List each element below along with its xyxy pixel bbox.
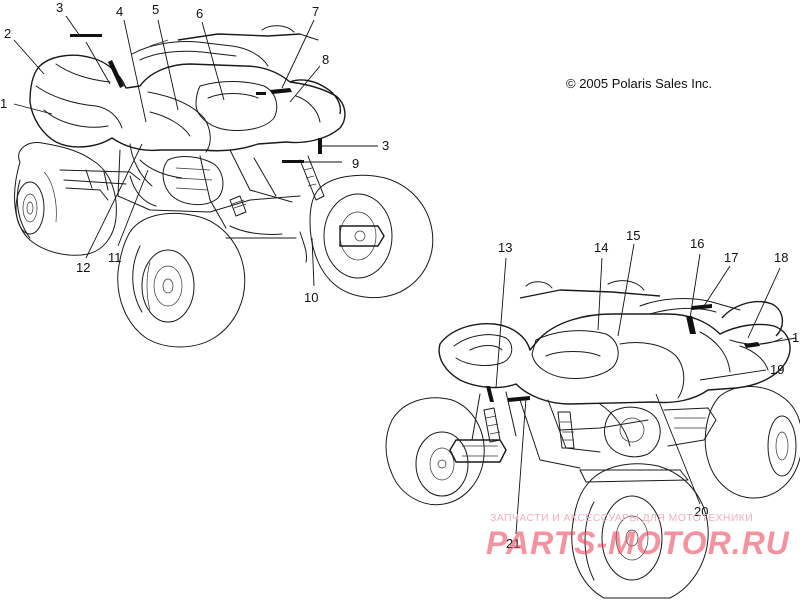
front-left-wheel-b <box>385 397 485 506</box>
front-right-wheel-b <box>571 463 709 599</box>
front-right-wheel <box>309 174 434 298</box>
callout-19: 19 <box>770 362 784 377</box>
watermark-tagline: ЗАПЧАСТИ И АКСЕССУАРЫ ДЛЯ МОТОТЕХНИКИ <box>490 512 753 524</box>
callout-11: 11 <box>108 250 122 265</box>
callout-numbers: 1 2 3 4 5 6 7 8 3 9 10 11 12 13 14 15 16… <box>0 0 799 551</box>
callout-14: 14 <box>594 240 608 255</box>
callout-1a: 1 <box>0 96 7 111</box>
rear-right-wheel <box>704 385 800 499</box>
callout-12: 12 <box>76 260 90 275</box>
rear-chassis <box>59 149 325 263</box>
front-view-decals <box>486 304 760 402</box>
callout-17: 17 <box>724 250 738 265</box>
callout-15: 15 <box>626 228 640 243</box>
front-chassis <box>471 391 717 483</box>
watermark-brand: PARTS-MOTOR.RU <box>486 525 790 561</box>
callout-13: 13 <box>498 240 512 255</box>
callout-3b: 3 <box>382 138 389 153</box>
callout-4: 4 <box>116 4 123 19</box>
front-left-wheel <box>117 212 246 348</box>
front-body <box>438 280 791 463</box>
callout-20: 20 <box>694 504 708 519</box>
copyright-notice: © 2005 Polaris Sales Inc. <box>566 76 712 91</box>
callout-9: 9 <box>352 156 359 171</box>
callout-10: 10 <box>304 290 318 305</box>
callout-8: 8 <box>322 52 329 67</box>
watermark: ЗАПЧАСТИ И АКСЕССУАРЫ ДЛЯ МОТОТЕХНИКИ PA… <box>486 512 790 561</box>
callout-1b: 1 <box>792 330 799 345</box>
callout-7: 7 <box>312 4 319 19</box>
rear-body <box>29 25 346 187</box>
leader-lines <box>13 15 797 535</box>
rear-left-wheel <box>14 141 117 256</box>
callout-6: 6 <box>196 6 203 21</box>
atv-front-view <box>385 280 800 599</box>
callout-5: 5 <box>152 2 159 17</box>
atv-rear-view <box>14 25 434 348</box>
callout-16: 16 <box>690 236 704 251</box>
callout-21: 21 <box>506 536 520 551</box>
callout-2: 2 <box>4 26 11 41</box>
callout-18: 18 <box>774 250 788 265</box>
callout-3a: 3 <box>56 0 63 15</box>
